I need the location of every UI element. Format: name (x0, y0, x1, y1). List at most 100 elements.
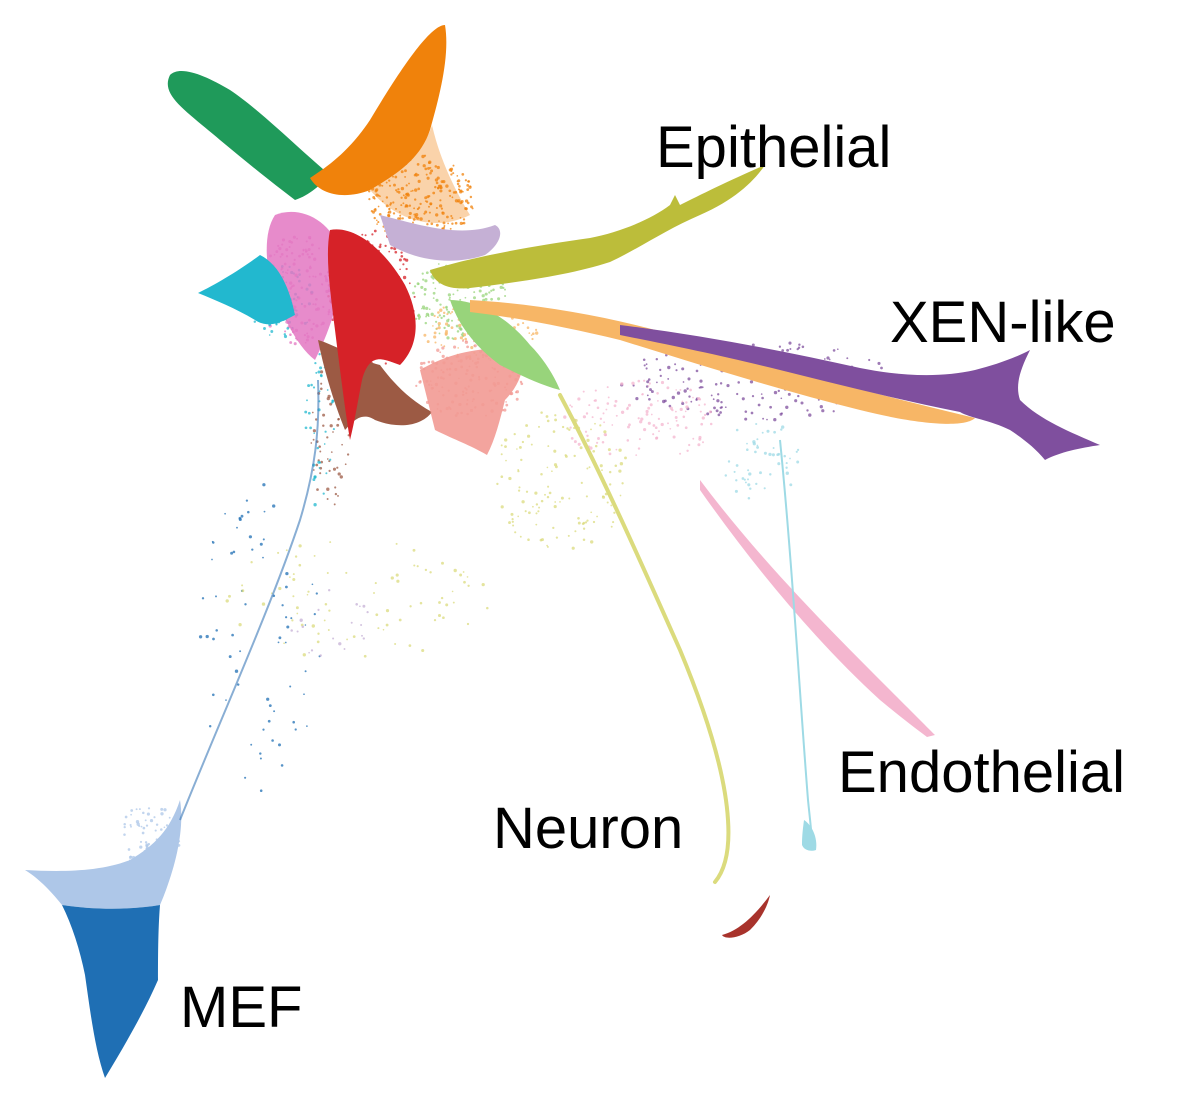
cell-point-neuron (602, 495, 604, 498)
cell-point-xen-like (676, 391, 681, 395)
cell-point-cluster-brown (337, 417, 340, 421)
cell-point-endothelial (652, 433, 655, 436)
cell-point-xen-like (789, 348, 792, 350)
cell-point-cluster-red (371, 233, 374, 236)
cell-point-xen-like (762, 417, 765, 420)
cell-point-endothelial (692, 437, 695, 440)
cell-point-xen-like (646, 380, 650, 384)
cell-point-cluster-lightcyan (756, 445, 760, 449)
cell-point-neuron (568, 428, 571, 432)
cell-point-xen-trajectory (449, 312, 452, 315)
cell-point-cluster-salmon (441, 354, 445, 359)
cell-point-cluster-brown (344, 463, 347, 466)
cell-point-mef (211, 693, 215, 697)
cell-point-cluster-brown (310, 442, 313, 444)
cell-point-cluster-lightgreen (492, 288, 495, 292)
cell-point-cluster-lightcyan (747, 496, 751, 500)
cell-point-cluster-lightgreen (428, 308, 431, 311)
cell-point-mef-early (147, 807, 151, 810)
cell-point-cluster-orange (370, 210, 374, 213)
cell-point-neuron (496, 482, 499, 486)
cell-point-endothelial (656, 392, 659, 395)
cell-point-neuron (566, 427, 569, 430)
cell-point-neuron (412, 548, 416, 552)
cell-point-xen-like (681, 401, 685, 406)
cell-point-cluster-orange (466, 184, 470, 187)
cell-point-cluster-brown (314, 418, 318, 421)
cell-point-neuron (590, 511, 593, 514)
cell-point-cluster-orange (438, 204, 443, 208)
cell-point-cluster-orange (408, 204, 412, 207)
cell-point-cluster-salmon (473, 344, 477, 348)
cell-point-neuron (511, 520, 514, 523)
cell-point-cluster-lightgreen (417, 282, 420, 285)
cell-point-neuron (291, 619, 294, 622)
cell-point-mef (238, 517, 242, 522)
cell-point-cluster-lightgreen (432, 281, 435, 284)
cell-point-mef (262, 728, 265, 731)
cell-point-endothelial (647, 406, 651, 410)
cell-point-mef-early (160, 828, 163, 831)
cell-point-cluster-orange (411, 189, 414, 192)
cell-point-cluster-lightgreen (425, 312, 430, 317)
cell-point-cluster-orange (439, 189, 443, 193)
cell-point-cluster-orange (449, 227, 452, 230)
cell-point-neuron (327, 629, 330, 631)
cell-point-cluster-orange (456, 182, 460, 186)
cell-point-cluster-lightcyan (771, 453, 775, 457)
cell-point-mef-early (130, 825, 132, 828)
cell-point-cluster-lightgreen (490, 297, 493, 301)
cell-point-xen-like (719, 411, 722, 414)
cell-point-mef (259, 542, 263, 546)
cell-point-neuron (459, 573, 463, 577)
cell-point-mef (212, 541, 215, 544)
cell-point-mef (281, 604, 284, 607)
cell-point-cluster-red (384, 244, 387, 248)
cell-point-cluster-lightgreen (456, 289, 459, 292)
cell-point-cluster-lightgreen (413, 285, 417, 288)
cell-point-cluster-orange (465, 207, 468, 211)
cell-point-cluster-cyan (253, 320, 257, 323)
cell-point-xen-like (757, 403, 761, 407)
cell-point-cluster-orange (424, 196, 428, 200)
cell-point-xen-trajectory (426, 340, 430, 344)
cell-point-cluster-brown (337, 472, 341, 476)
cell-point-cluster-orange (397, 190, 401, 194)
cell-point-cluster-red (408, 282, 411, 285)
cell-point-endothelial (689, 388, 692, 392)
cell-point-mef (285, 571, 289, 576)
cell-point-neuron (408, 644, 412, 647)
cell-point-mef (278, 636, 282, 640)
cell-point-neuron (535, 523, 538, 526)
cell-point-cluster-brown (332, 431, 334, 433)
cell-point-neuron (607, 448, 611, 452)
cell-point-xen-trajectory (443, 345, 446, 348)
cell-point-neuron (552, 430, 556, 433)
cell-point-neuron (228, 594, 231, 598)
cell-point-xen-like (645, 367, 648, 370)
cell-point-cluster-brown (319, 472, 322, 475)
cell-point-cluster-orange (404, 175, 407, 178)
cell-point-neuron (514, 531, 517, 534)
cell-point-xen-like (674, 363, 677, 366)
cell-point-neuron (508, 476, 512, 481)
cell-point-xen-like (751, 343, 755, 347)
cell-point-cluster-brown (334, 492, 338, 496)
cell-point-cluster-red (413, 295, 416, 298)
cell-point-cluster-lightcyan (747, 469, 750, 472)
cell-point-cluster-orange (425, 173, 428, 176)
cell-point-xen-like (667, 377, 670, 380)
cell-point-xen-trajectory (434, 341, 437, 344)
cell-point-neuron (390, 576, 394, 580)
cell-point-neuron (527, 434, 531, 438)
cell-point-neuron (261, 602, 266, 606)
cell-point-endothelial (643, 379, 646, 382)
cell-point-xen-like (773, 390, 778, 395)
cell-point-cluster-cyan (313, 475, 317, 479)
cell-point-cluster-orange (412, 221, 414, 224)
cell-point-xen-like (713, 406, 716, 410)
cell-point-neuron (518, 445, 522, 449)
cell-point-xen-like (741, 397, 745, 401)
cell-point-cluster-orange (460, 200, 464, 203)
cell-point-cluster-orange (438, 220, 440, 222)
